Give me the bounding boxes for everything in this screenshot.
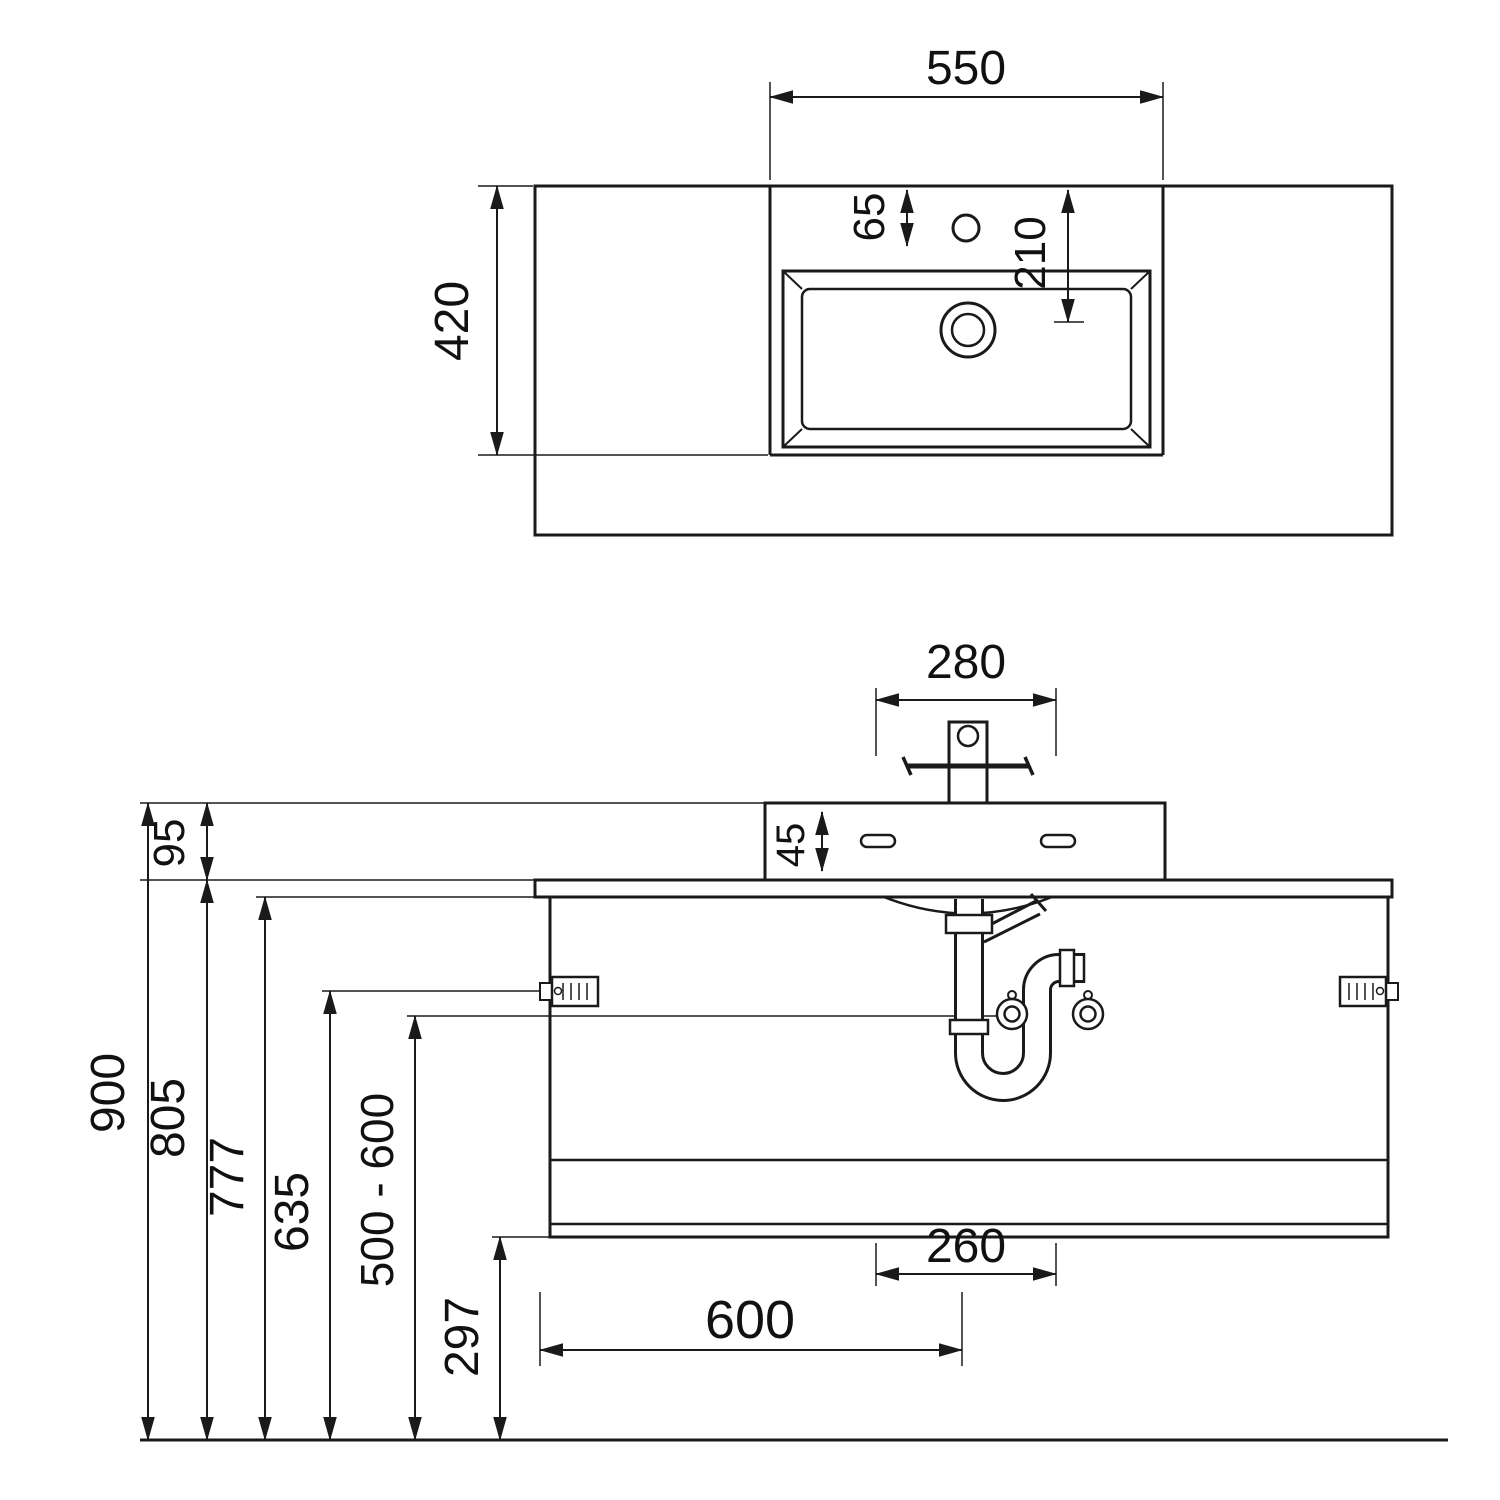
trap-nut xyxy=(944,913,994,935)
dim-label-420: 420 xyxy=(426,281,479,361)
front-view xyxy=(140,688,1448,1442)
ring-inner xyxy=(1079,1005,1097,1023)
tap-handle-end xyxy=(1023,756,1035,776)
dim-label-65: 65 xyxy=(845,193,894,242)
ring-outer xyxy=(1071,997,1105,1031)
basin-bevel xyxy=(782,270,803,290)
valve-handle xyxy=(1029,893,1048,912)
dim-label-805: 805 xyxy=(142,1078,195,1158)
bracket-body xyxy=(1338,975,1388,1008)
dim-label-635: 635 xyxy=(266,1172,319,1252)
dim-label-550: 550 xyxy=(926,42,1006,95)
valve-stem xyxy=(983,912,1041,944)
dim-label-260: 260 xyxy=(926,1220,1006,1273)
basin-bevel xyxy=(1130,270,1151,290)
trap-nut xyxy=(1058,948,1076,988)
trap-nut xyxy=(948,1018,990,1036)
basin-bottom xyxy=(800,287,1133,431)
basin-front xyxy=(763,801,1167,882)
bracket-body xyxy=(550,975,600,1008)
countertop-top-view xyxy=(533,184,1394,537)
dim-label-297: 297 xyxy=(436,1297,489,1377)
basin-fixing-slot xyxy=(859,833,897,849)
wall-bracket-right xyxy=(1338,975,1399,1008)
dim-label-210: 210 xyxy=(1006,216,1055,289)
basin-bevel xyxy=(782,428,803,448)
dim-label-900: 900 xyxy=(82,1053,135,1133)
tap-cap xyxy=(956,724,980,748)
bracket-screw xyxy=(1375,986,1385,996)
hanging-ring-left xyxy=(995,990,1029,1031)
basin-bevel xyxy=(1130,428,1151,448)
hanging-ring-right xyxy=(1071,990,1105,1031)
bracket-screw xyxy=(553,986,563,996)
top-view-labels: 550 420 65 210 xyxy=(426,42,1055,361)
countertop-front xyxy=(533,878,1394,899)
tap-hole xyxy=(951,213,981,243)
front-view-labels: 280 45 95 900 805 777 635 500 - 600 297 … xyxy=(82,636,1006,1377)
ring-outer xyxy=(995,997,1029,1031)
tap-handle-end xyxy=(901,756,913,776)
dim-label-45: 45 xyxy=(769,823,813,868)
drain-outer xyxy=(939,301,997,359)
wall-bracket-left xyxy=(539,975,600,1008)
bracket-nub xyxy=(539,982,553,1001)
dim-label-600: 600 xyxy=(705,1290,795,1350)
trap-pipe-fill xyxy=(957,899,1084,1099)
bracket-nub xyxy=(1385,982,1399,1001)
drain-inner xyxy=(950,312,986,348)
dim-label-280: 280 xyxy=(926,636,1006,689)
basin-fixing-slot xyxy=(1039,833,1077,849)
basin-opening xyxy=(781,269,1152,449)
dim-label-777: 777 xyxy=(201,1137,254,1217)
dim-label-500-600: 500 - 600 xyxy=(351,1093,403,1287)
top-view xyxy=(478,82,1394,537)
dim-label-95: 95 xyxy=(145,819,194,868)
ring-inner xyxy=(1003,1005,1021,1023)
tap-body xyxy=(947,720,989,805)
